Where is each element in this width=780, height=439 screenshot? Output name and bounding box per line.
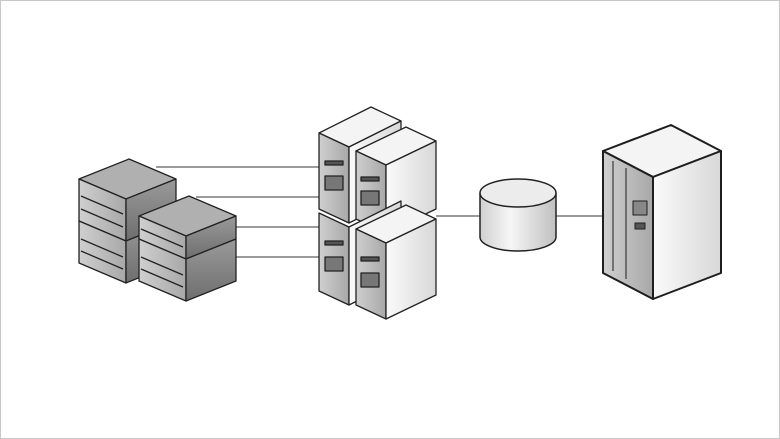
mainframe-cabinet-icon — [602, 124, 722, 300]
rack-server-icon — [138, 195, 237, 260]
rack-server-cluster-icon — [78, 158, 237, 302]
rack-server-icon — [138, 238, 237, 302]
tower-server-icon — [355, 204, 437, 320]
connection-lines — [156, 166, 603, 258]
tower-server-cluster-icon — [318, 106, 437, 320]
database-cylinder-icon — [479, 178, 557, 252]
